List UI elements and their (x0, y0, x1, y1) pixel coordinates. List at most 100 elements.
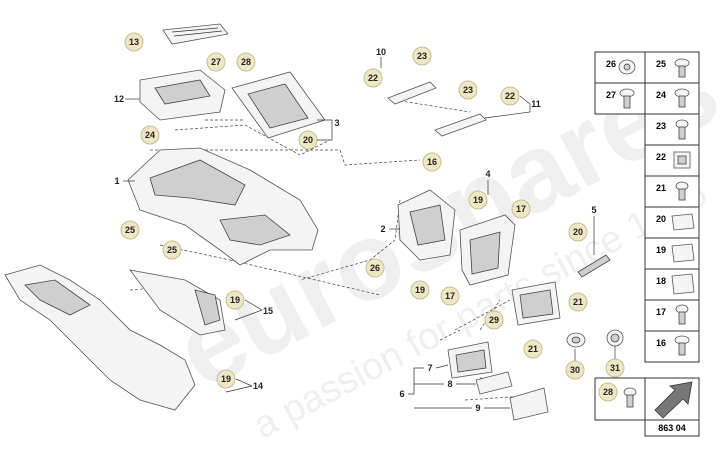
label-7: 7 (427, 363, 432, 373)
svg-text:19: 19 (230, 295, 240, 305)
part-11-bracket (434, 113, 487, 137)
screw-icon (674, 88, 690, 108)
callout-28[interactable]: 28 (236, 52, 256, 72)
callout-17a[interactable]: 17 (511, 199, 531, 219)
screw-icon (674, 58, 690, 78)
svg-text:30: 30 (570, 365, 580, 375)
fastener-label-20: 20 (656, 214, 666, 224)
svg-text:24: 24 (145, 130, 155, 140)
label-2: 2 (380, 224, 385, 234)
part-13-cover (162, 23, 229, 45)
clip-icon (671, 243, 695, 263)
label-4: 4 (485, 169, 490, 179)
callout-21b[interactable]: 21 (523, 339, 543, 359)
callout-31[interactable]: 31 (605, 358, 625, 378)
callout-20a[interactable]: 20 (298, 130, 318, 150)
label-11: 11 (531, 99, 541, 109)
screw-icon (623, 387, 637, 408)
part-2-frame (397, 189, 456, 261)
fastener-label-18: 18 (656, 276, 666, 286)
fastener-label-27: 27 (606, 90, 616, 100)
callout-28b[interactable]: 28 (598, 382, 618, 402)
callout-23a[interactable]: 23 (412, 46, 432, 66)
fastener-glyphs (618, 58, 695, 356)
screw-icon (674, 335, 690, 356)
screw-icon (675, 304, 689, 325)
callout-26[interactable]: 26 (365, 258, 385, 278)
svg-text:22: 22 (505, 91, 515, 101)
svg-text:20: 20 (303, 135, 313, 145)
callout-16[interactable]: 16 (422, 152, 442, 172)
callout-29[interactable]: 29 (484, 310, 504, 330)
screw-icon (675, 119, 689, 140)
svg-text:25: 25 (167, 245, 177, 255)
fastener-label-17: 17 (656, 307, 666, 317)
clip-icon (671, 273, 695, 295)
svg-text:28: 28 (241, 57, 251, 67)
part-4-frame (459, 214, 516, 286)
part-7-switch-panel (447, 341, 493, 379)
clip-icon (671, 213, 695, 231)
svg-text:20: 20 (573, 227, 583, 237)
label-15: 15 (263, 306, 273, 316)
nut-icon (618, 59, 636, 75)
callout-19b[interactable]: 19 (410, 280, 430, 300)
callout-19d[interactable]: 19 (216, 369, 236, 389)
screw-icon (675, 181, 689, 201)
fastener-label-21: 21 (656, 183, 666, 193)
label-14: 14 (253, 381, 263, 391)
callout-27[interactable]: 27 (206, 52, 226, 72)
callout-22b[interactable]: 22 (500, 86, 520, 106)
callout-19c[interactable]: 19 (225, 290, 245, 310)
callout-23b[interactable]: 23 (458, 80, 478, 100)
plain-labels: 12 1 3 10 11 2 4 5 15 14 7 8 9 6 (114, 47, 597, 413)
svg-text:16: 16 (427, 157, 437, 167)
part-9-switch-panel (509, 387, 549, 421)
svg-text:13: 13 (129, 37, 139, 47)
direction-arrow (644, 377, 700, 421)
fastener-labels: 26 27 25 24 23 22 21 20 19 18 17 16 (606, 59, 666, 348)
svg-text:26: 26 (370, 263, 380, 273)
fastener-label-22: 22 (656, 152, 666, 162)
callout-25b[interactable]: 25 (162, 240, 182, 260)
part-30-socket (566, 332, 586, 348)
callout-13[interactable]: 13 (124, 32, 144, 52)
label-8: 8 (447, 379, 452, 389)
callout-21a[interactable]: 21 (568, 292, 588, 312)
svg-text:28: 28 (603, 387, 613, 397)
part-12-tray (139, 69, 226, 121)
part-1-console (127, 147, 319, 266)
part-15-side-panel (129, 269, 226, 336)
callout-20b[interactable]: 20 (568, 222, 588, 242)
callout-22a[interactable]: 22 (363, 68, 383, 88)
fastener-label-26: 26 (606, 59, 616, 69)
diagram-ref-box: 863 04 (644, 419, 700, 437)
label-3: 3 (334, 118, 339, 128)
clip-icon (673, 151, 691, 169)
label-9: 9 (475, 403, 480, 413)
part-29-pocket (511, 281, 561, 326)
svg-text:27: 27 (211, 57, 221, 67)
callout-19a[interactable]: 19 (468, 190, 488, 210)
svg-text:17: 17 (516, 204, 526, 214)
callout-25a[interactable]: 25 (120, 220, 140, 240)
label-6: 6 (399, 389, 404, 399)
part-10-bracket (387, 81, 437, 105)
svg-text:23: 23 (417, 51, 427, 61)
fastener-label-16: 16 (656, 338, 666, 348)
svg-text:29: 29 (489, 315, 499, 325)
svg-text:23: 23 (463, 85, 473, 95)
fastener-label-24: 24 (656, 90, 666, 100)
fastener-grid (594, 51, 700, 363)
svg-text:21: 21 (528, 344, 538, 354)
callout-24[interactable]: 24 (140, 125, 160, 145)
callout-17b[interactable]: 17 (440, 286, 460, 306)
callout-30[interactable]: 30 (565, 360, 585, 380)
part-14-side-trim (4, 264, 196, 411)
label-10: 10 (376, 47, 386, 57)
svg-text:19: 19 (221, 374, 231, 384)
part-5-strip (577, 254, 611, 278)
solid-leaders (123, 57, 616, 409)
svg-text:25: 25 (125, 225, 135, 235)
